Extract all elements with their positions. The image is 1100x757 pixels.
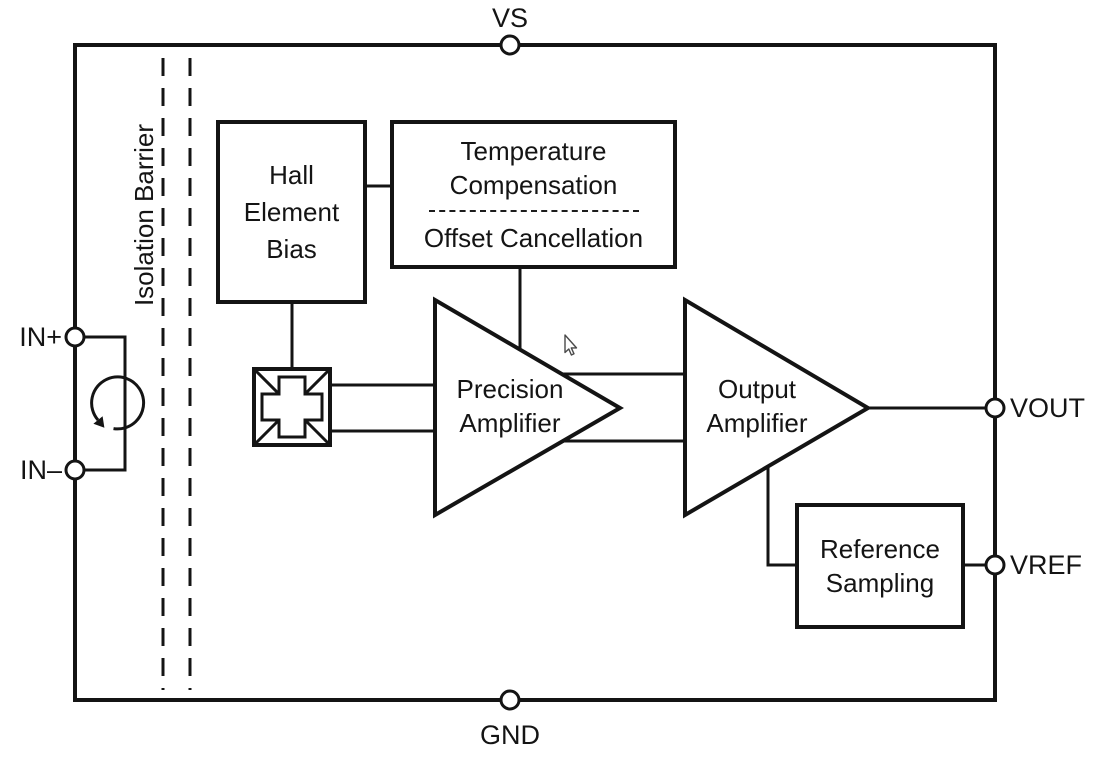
hall-element-diagonals bbox=[252, 367, 332, 447]
pin-label-in-plus: IN+ bbox=[19, 322, 62, 352]
vs-pin bbox=[499, 34, 521, 56]
vout-pin bbox=[984, 397, 1006, 419]
temp-comp-offset-label: Temperature Compensation Offset Cancella… bbox=[394, 122, 673, 267]
output-amplifier-triangle bbox=[683, 296, 872, 519]
precision-amplifier-triangle bbox=[433, 296, 624, 519]
hall-element-cross bbox=[260, 375, 324, 439]
input-current-loop bbox=[84, 335, 127, 472]
reference-sampling-line-2: Sampling bbox=[825, 568, 935, 598]
output-amplifier-label: Output Amplifier bbox=[677, 372, 837, 440]
reference-sampling-line-1: Reference bbox=[820, 534, 940, 564]
device-boundary bbox=[73, 43, 997, 702]
temp-comp-line-2: Compensation bbox=[449, 170, 618, 200]
pin-label-vs: VS bbox=[491, 3, 529, 33]
temp-comp-offset-box bbox=[390, 120, 677, 269]
output-amp-line-1: Output bbox=[717, 374, 797, 404]
precision-amplifier-label: Precision Amplifier bbox=[425, 372, 595, 440]
pin-label-vref: VREF bbox=[1010, 550, 1083, 580]
current-direction-arrow-arc bbox=[90, 375, 146, 431]
mouse-cursor bbox=[564, 334, 578, 356]
offset-cancellation-line: Offset Cancellation bbox=[423, 223, 644, 253]
current-direction-arrowhead bbox=[93, 416, 105, 428]
hall-element-symbol bbox=[252, 367, 332, 447]
reference-sampling-box bbox=[795, 503, 965, 629]
gnd-pin bbox=[499, 689, 521, 711]
pin-label-in-minus: IN– bbox=[19, 455, 62, 485]
precision-amp-line-2: Amplifier bbox=[459, 408, 561, 438]
vref-pin bbox=[984, 554, 1006, 576]
pin-label-vout: VOUT bbox=[1010, 393, 1086, 423]
temp-comp-line-1: Temperature bbox=[460, 136, 607, 166]
hall-bias-line-2: Element bbox=[243, 196, 340, 227]
pin-label-gnd: GND bbox=[480, 720, 540, 750]
precision-amp-line-1: Precision bbox=[456, 374, 564, 404]
hall-element-bias-box bbox=[216, 120, 367, 304]
reference-sampling-label: Reference Sampling bbox=[797, 505, 963, 627]
wire-outputamp-to-referencesampling bbox=[766, 455, 797, 567]
in-minus-pin bbox=[64, 459, 86, 481]
hall-bias-line-3: Bias bbox=[266, 233, 317, 264]
offset-cancellation-divider bbox=[428, 210, 639, 212]
output-amp-line-2: Amplifier bbox=[706, 408, 808, 438]
hall-bias-line-1: Hall bbox=[269, 159, 314, 190]
in-plus-pin bbox=[64, 326, 86, 348]
hall-element-bias-label: Hall Element Bias bbox=[218, 122, 365, 302]
isolation-barrier-label: Isolation Barrier bbox=[129, 123, 159, 307]
